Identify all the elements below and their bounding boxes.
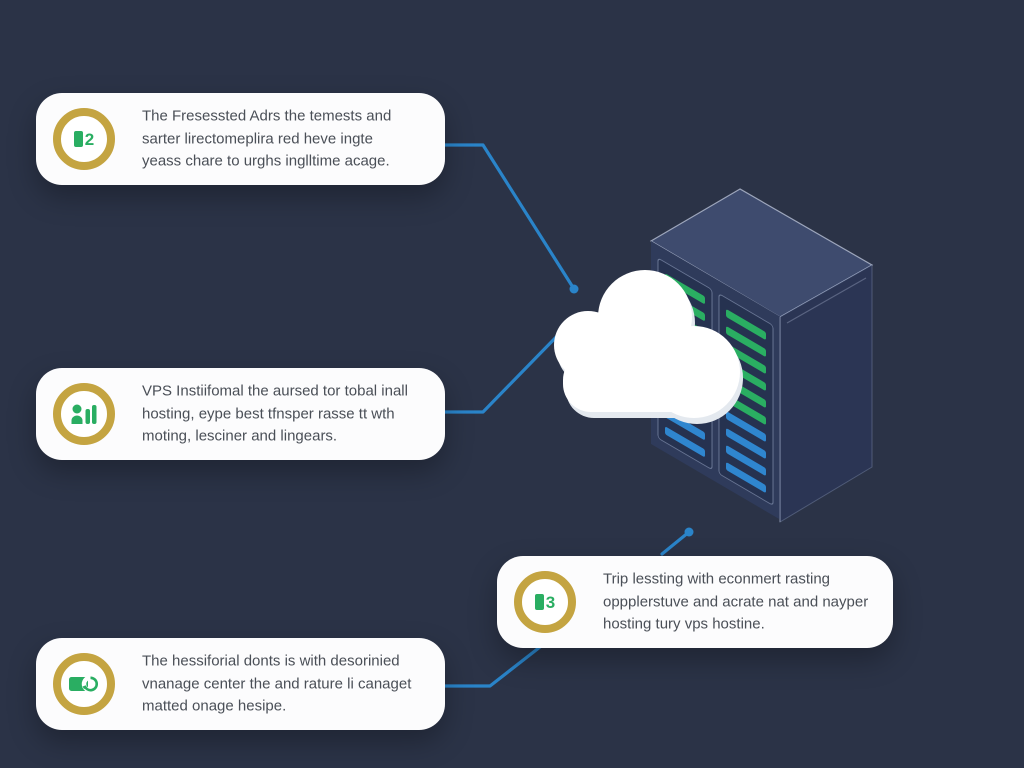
cloud-icon: [554, 270, 743, 424]
callout-text: The hessiforial donts is with desorinied…: [142, 650, 411, 718]
callout-text-line: yeass chare to urghs inglltime acage.: [142, 152, 390, 170]
bar-glyph: [534, 594, 544, 610]
connector-line-2: [441, 328, 565, 414]
callout-card-4: 3 Trip lessting with econmert rasting op…: [497, 556, 893, 648]
callout-text-line: moting, lesciner and lingears.: [142, 427, 338, 445]
bar-glyph: [73, 131, 83, 147]
callout-card-3: The hessiforial donts is with desorinied…: [36, 638, 445, 730]
connector-dot-1: [569, 284, 579, 294]
connector-dot-4: [684, 527, 694, 537]
callout-text-line: matted onage hesipe.: [142, 697, 287, 715]
callout-text: The Fresessted Adrs the temests and sart…: [142, 105, 391, 173]
server-edge-highlight: [786, 277, 867, 324]
badge-number: 3: [545, 592, 556, 612]
callout-text-line: The Fresessted Adrs the temests and: [142, 107, 392, 125]
callout-text-line: hosting tury vps hostine.: [603, 615, 765, 633]
gold-ring-badge: [53, 383, 115, 445]
gold-ring-badge: 3: [514, 571, 576, 633]
callout-text-line: The hessiforial donts is with desorinied: [142, 652, 400, 670]
callout-text-line: sarter lirectomeplira red heve ingte: [142, 129, 373, 147]
callout-text-line: vnanage center the and rature li canaget: [142, 674, 412, 692]
gold-ring-badge: 2: [53, 108, 115, 170]
bar-number-3-icon: 3: [534, 592, 556, 612]
gold-ring-badge: [53, 653, 115, 715]
connector-line-4: [660, 530, 691, 556]
callout-text-line: VPS Instiifomal the aursed tor tobal ina…: [142, 382, 408, 400]
sync-box-icon: [69, 675, 99, 693]
callout-card-2: VPS Instiifomal the aursed tor tobal ina…: [36, 368, 445, 460]
callout-text-line: Trip lessting with econmert rasting: [603, 570, 831, 588]
connector-lines: [441, 143, 694, 688]
connector-line-3: [441, 645, 542, 688]
bar-number-2-icon: 2: [73, 129, 95, 149]
person-stats-icon: [71, 404, 97, 424]
callout-text: VPS Instiifomal the aursed tor tobal ina…: [142, 380, 408, 448]
callout-text-line: oppplerstuve and acrate nat and nayper: [603, 592, 869, 610]
connector-line-1: [441, 143, 576, 291]
badge-number: 2: [84, 129, 95, 149]
callout-text-line: hosting, eype best tfnsper rasse tt wth: [142, 404, 395, 422]
callout-text: Trip lessting with econmert rasting oppp…: [603, 568, 868, 636]
callout-card-1: 2 The Fresessted Adrs the temests and sa…: [36, 93, 445, 185]
